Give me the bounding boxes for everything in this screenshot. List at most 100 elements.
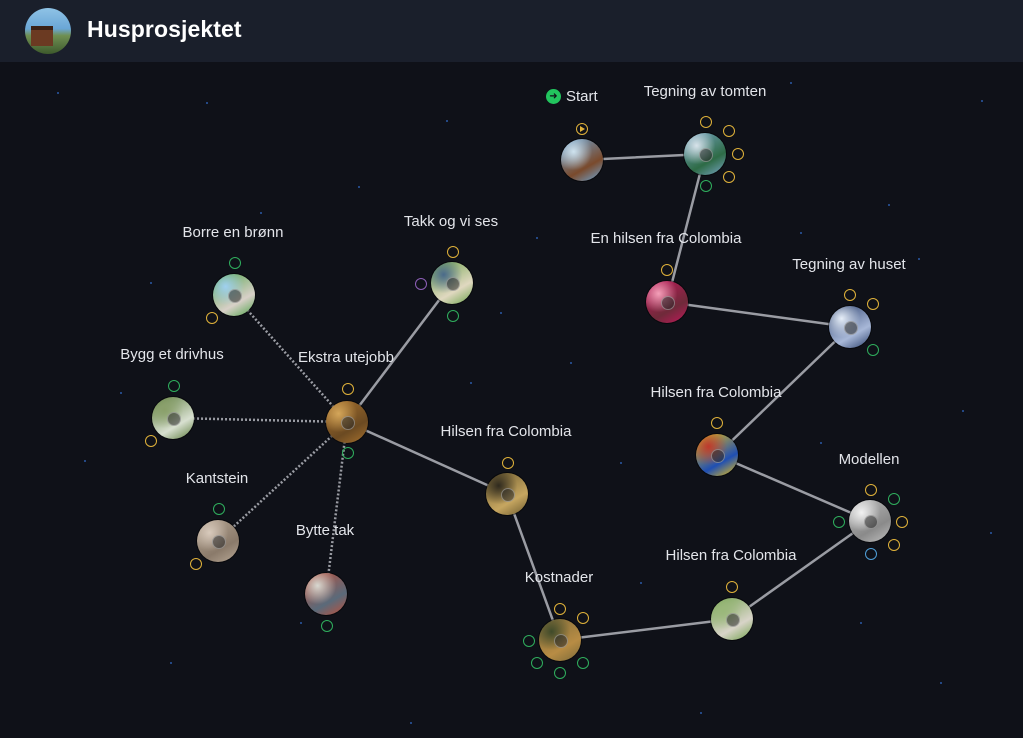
node-en-hilsen-fra-colombia[interactable] xyxy=(646,281,688,323)
status-marker-done[interactable] xyxy=(342,447,354,459)
status-marker-pending[interactable] xyxy=(342,383,354,395)
background-star xyxy=(700,712,702,714)
node-bytte-tak[interactable] xyxy=(305,573,347,615)
node-pin-icon xyxy=(501,488,515,502)
status-marker-done[interactable] xyxy=(447,310,459,322)
node-takk-og-vi-ses[interactable] xyxy=(431,262,473,304)
background-star xyxy=(918,258,920,260)
status-marker-done[interactable] xyxy=(888,493,900,505)
node-hilsen-fra-colombia-3[interactable] xyxy=(711,598,753,640)
status-marker-done[interactable] xyxy=(700,180,712,192)
node-kantstein[interactable] xyxy=(197,520,239,562)
node-ekstra-utejobb[interactable] xyxy=(326,401,368,443)
status-marker-pending[interactable] xyxy=(661,264,673,276)
start-icon: ➜ xyxy=(546,89,561,104)
label-tegning-tomten: Tegning av tomten xyxy=(643,83,767,100)
status-marker-pending[interactable] xyxy=(723,125,735,137)
status-marker-pending[interactable] xyxy=(867,298,879,310)
edge-hilsen-4-ekstra xyxy=(345,420,509,496)
status-marker-done[interactable] xyxy=(867,344,879,356)
node-start[interactable] xyxy=(561,139,603,181)
node-pin-icon xyxy=(446,277,460,291)
edge-modellen-hilsen-3 xyxy=(730,519,872,621)
edge-hilsen-2-modellen xyxy=(715,453,872,523)
label-kantstein: Kantstein xyxy=(185,470,249,487)
status-marker-pending[interactable] xyxy=(865,484,877,496)
edge-hilsen-1-tegning-huset xyxy=(665,300,852,329)
background-star xyxy=(800,232,802,234)
node-tegning-av-huset[interactable] xyxy=(829,306,871,348)
background-star xyxy=(888,204,890,206)
edge-tegning-huset-hilsen-2 xyxy=(715,325,852,457)
background-star xyxy=(446,120,448,122)
label-tegning-huset: Tegning av huset xyxy=(792,256,906,273)
connection-graph xyxy=(172,152,872,642)
story-map-canvas[interactable]: ➜ Start Tegning av tomten En hilsen fra … xyxy=(0,62,1023,738)
status-marker-pending[interactable] xyxy=(190,558,202,570)
label-takk-og-vi-ses: Takk og vi ses xyxy=(403,213,499,230)
edge-hilsen-3-kostnader xyxy=(558,617,734,642)
node-pin-icon xyxy=(699,148,713,162)
status-marker-done[interactable] xyxy=(321,620,333,632)
status-marker-other[interactable] xyxy=(415,278,427,290)
status-marker-pending[interactable] xyxy=(844,289,856,301)
status-marker-pending[interactable] xyxy=(723,171,735,183)
background-star xyxy=(940,682,942,684)
label-hilsen-colombia-1: En hilsen fra Colombia xyxy=(590,230,742,247)
status-marker-pending[interactable] xyxy=(447,246,459,258)
status-marker-pending[interactable] xyxy=(700,116,712,128)
edge-tegning-tomten-hilsen-1 xyxy=(665,152,707,304)
edge-ekstra-kantstein xyxy=(217,421,348,542)
play-marker-icon[interactable] xyxy=(576,123,588,135)
node-hilsen-fra-colombia-2[interactable] xyxy=(696,434,738,476)
project-avatar[interactable] xyxy=(25,8,71,54)
label-bytte-tak: Bytte tak xyxy=(295,522,355,539)
background-star xyxy=(84,460,86,462)
status-marker-pending[interactable] xyxy=(896,516,908,528)
status-marker-pending[interactable] xyxy=(145,435,157,447)
top-bar: Husprosjektet xyxy=(0,0,1023,62)
status-marker-done[interactable] xyxy=(229,257,241,269)
background-star xyxy=(470,382,472,384)
status-marker-pending[interactable] xyxy=(726,581,738,593)
node-pin-icon xyxy=(212,535,226,549)
status-marker-done[interactable] xyxy=(531,657,543,669)
background-star xyxy=(410,722,412,724)
status-marker-pending[interactable] xyxy=(732,148,744,160)
start-label: Start xyxy=(566,88,598,105)
status-marker-done[interactable] xyxy=(168,380,180,392)
background-star xyxy=(300,622,302,624)
status-marker-done[interactable] xyxy=(523,635,535,647)
node-pin-icon xyxy=(554,634,568,648)
status-marker-pending[interactable] xyxy=(711,417,723,429)
edge-ekstra-drivhus xyxy=(172,416,348,424)
status-marker-pending[interactable] xyxy=(888,539,900,551)
status-marker-pending[interactable] xyxy=(554,603,566,615)
background-star xyxy=(990,532,992,534)
node-modellen[interactable] xyxy=(849,500,891,542)
background-star xyxy=(500,312,502,314)
node-pin-icon xyxy=(228,289,242,303)
background-star xyxy=(790,82,792,84)
status-marker-done[interactable] xyxy=(213,503,225,515)
status-marker-info[interactable] xyxy=(865,548,877,560)
background-star xyxy=(57,92,59,94)
status-marker-pending[interactable] xyxy=(206,312,218,324)
node-bygg-et-drivhus[interactable] xyxy=(152,397,194,439)
node-hilsen-fra-colombia-4[interactable] xyxy=(486,473,528,515)
background-star xyxy=(358,186,360,188)
background-star xyxy=(962,410,964,412)
status-marker-pending[interactable] xyxy=(502,457,514,469)
status-marker-pending[interactable] xyxy=(577,612,589,624)
node-pin-icon xyxy=(844,321,858,335)
label-bygg-et-drivhus: Bygg et drivhus xyxy=(120,346,224,363)
status-marker-done[interactable] xyxy=(833,516,845,528)
node-borre-en-bronn[interactable] xyxy=(213,274,255,316)
node-tegning-av-tomten[interactable] xyxy=(684,133,726,175)
node-kostnader[interactable] xyxy=(539,619,581,661)
status-marker-done[interactable] xyxy=(554,667,566,679)
label-ekstra-utejobb: Ekstra utejobb xyxy=(298,349,394,366)
node-pin-icon xyxy=(341,416,355,430)
node-pin-icon xyxy=(661,296,675,310)
status-marker-done[interactable] xyxy=(577,657,589,669)
